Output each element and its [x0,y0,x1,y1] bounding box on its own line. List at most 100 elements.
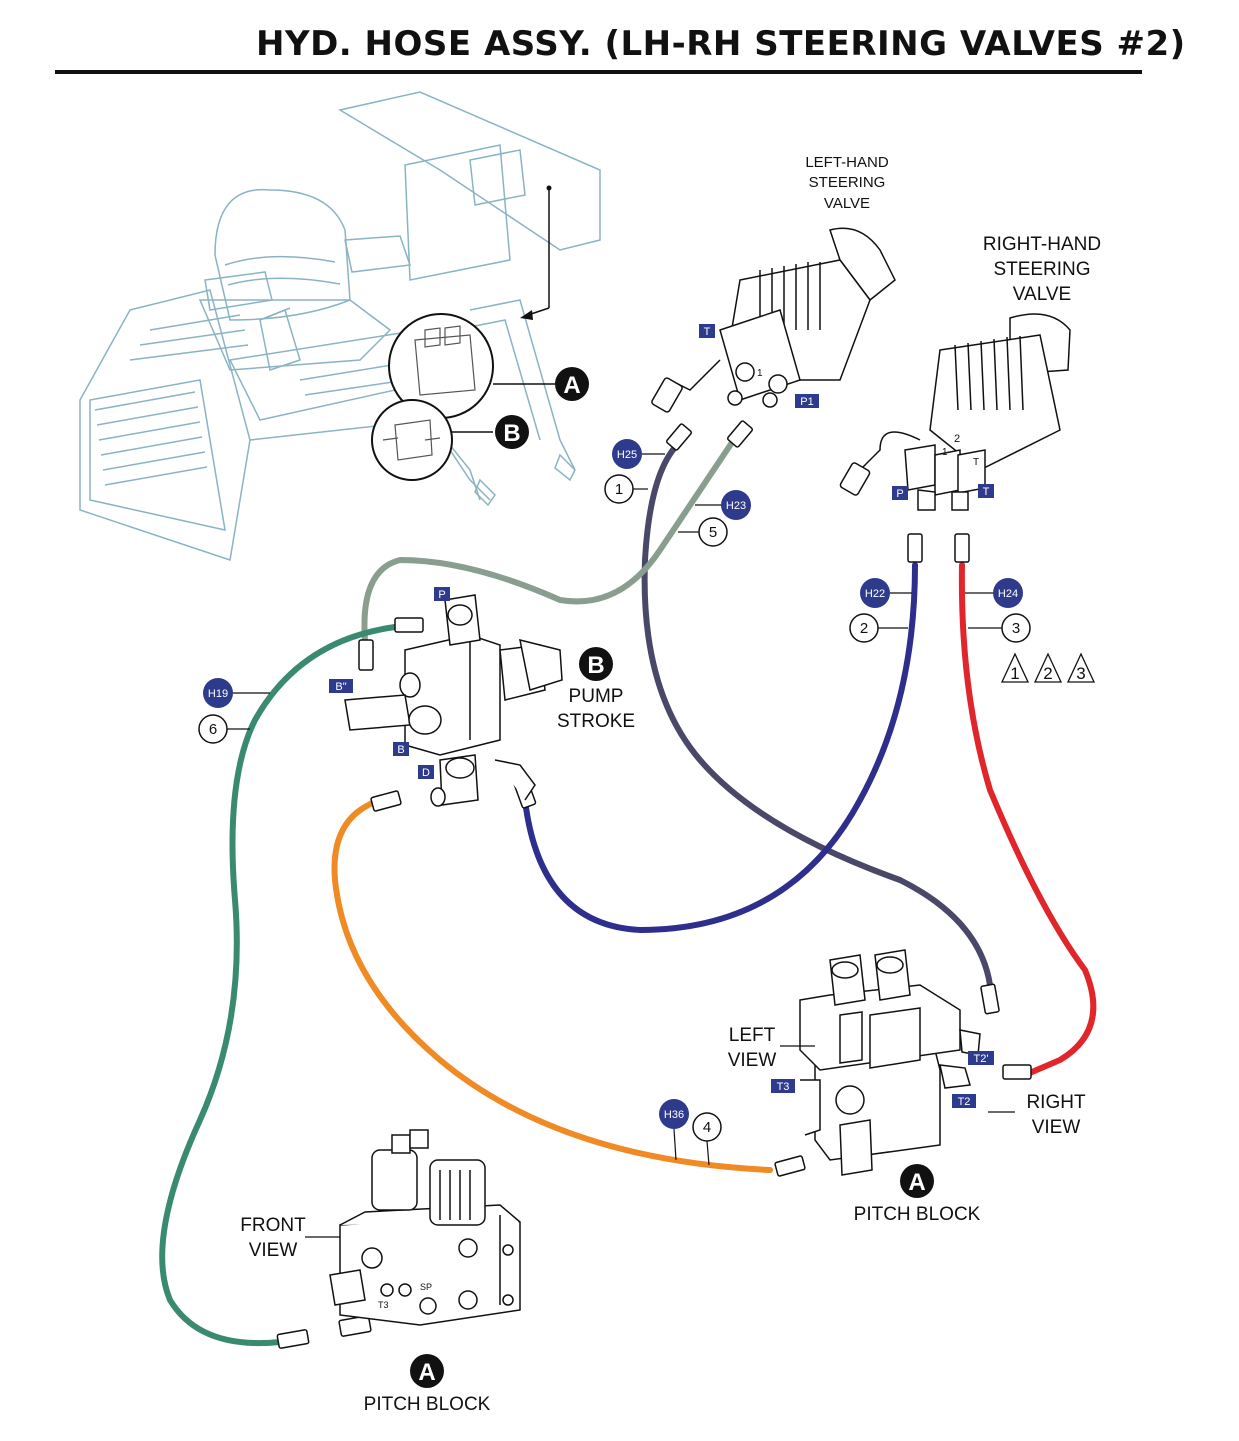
svg-text:RIGHT-HAND: RIGHT-HAND [983,234,1101,255]
rh-steering-valve: 2 1 T [839,313,1071,511]
svg-text:B: B [397,744,404,756]
svg-text:STEERING: STEERING [993,259,1090,280]
hose-callout-h23: H23 5 [678,490,751,547]
pitch-block-front-callout: A PITCH BLOCK [364,1354,491,1415]
port-tag-pitch-t2p: T2' [968,1051,994,1065]
port-tag-pump-b: B [393,742,409,756]
port-tags: T P1 P T P B" B D T3 T2' T2 [329,324,994,1108]
svg-text:P1: P1 [800,396,813,408]
detail-circle-a [388,313,555,419]
svg-text:VALVE: VALVE [824,195,870,212]
svg-text:H19: H19 [208,688,228,700]
svg-text:H24: H24 [998,588,1018,600]
svg-text:LEFT-HAND: LEFT-HAND [805,154,889,171]
svg-text:4: 4 [703,1119,711,1136]
svg-text:2: 2 [1043,664,1052,683]
svg-text:H23: H23 [726,500,746,512]
detail-circle-b [371,399,493,481]
port-tag-pitch-t2: T2 [952,1094,976,1108]
note-triangle-3: 3 [1066,652,1096,683]
svg-text:VIEW: VIEW [249,1240,298,1261]
port-tag-lh-t: T [699,324,715,338]
rh-valve-label: RIGHT-HAND STEERING VALVE [983,234,1101,305]
right-view-label: RIGHT VIEW [988,1092,1086,1138]
svg-text:3: 3 [1076,664,1085,683]
hose-h23 [361,435,738,643]
svg-text:T3: T3 [378,1300,389,1310]
svg-text:B": B" [335,681,346,693]
svg-text:PITCH BLOCK: PITCH BLOCK [364,1394,491,1415]
svg-text:A: A [908,1169,925,1196]
hose-h22 [522,562,918,934]
pump-stroke-callout: B PUMP STROKE [557,647,635,732]
front-view-label: FRONT VIEW [240,1215,340,1261]
svg-text:VIEW: VIEW [728,1050,777,1071]
hose-callout-h36: H36 4 [659,1099,722,1166]
svg-text:A: A [563,372,580,399]
left-view-label: LEFT VIEW [728,1025,815,1071]
hose-callout-h19: H19 6 [198,678,270,744]
svg-text:1: 1 [615,481,623,498]
svg-text:D: D [422,767,430,779]
svg-text:RIGHT: RIGHT [1026,1092,1086,1113]
page-title: HYD. HOSE ASSY. (LH-RH STEERING VALVES #… [256,24,1186,64]
port-tag-pump-p: P [434,587,450,601]
svg-text:VALVE: VALVE [1013,284,1071,305]
svg-text:1: 1 [942,447,948,458]
hose-callout-h25: H25 1 [604,439,665,504]
svg-text:PITCH BLOCK: PITCH BLOCK [854,1204,981,1225]
svg-text:SP: SP [420,1282,432,1292]
svg-text:T3: T3 [777,1081,790,1093]
port-tag-rh-t: T [978,484,994,498]
note-triangle-1: 1 [1000,652,1030,683]
svg-text:H22: H22 [865,588,885,600]
svg-text:2: 2 [954,433,960,445]
svg-text:3: 3 [1012,620,1020,637]
svg-text:T2': T2' [974,1053,989,1065]
hose-callout-h22: H22 2 [849,578,912,643]
svg-text:A: A [418,1359,435,1386]
svg-text:T: T [704,326,711,338]
lh-valve-label: LEFT-HAND STEERING VALVE [805,154,889,212]
overview-arrow [520,185,552,320]
port-tag-pitch-t3: T3 [771,1079,795,1093]
svg-text:B: B [587,652,604,679]
hose-h19 [159,624,398,1347]
port-tag-pump-d: D [418,765,434,779]
svg-text:PUMP: PUMP [569,686,624,707]
svg-text:2: 2 [860,620,868,637]
svg-text:B: B [503,420,520,447]
svg-text:LEFT: LEFT [729,1025,776,1046]
hose-callout-h24: H24 3 [965,578,1031,643]
svg-text:1: 1 [1010,664,1019,683]
port-tag-pump-b2: B" [329,679,353,693]
svg-text:H36: H36 [664,1109,684,1121]
lh-steering-valve: 1 [651,227,896,413]
pitch-block-a-callout: A PITCH BLOCK [854,1164,981,1225]
hose-h36 [331,799,773,1173]
hose-h25 [641,439,993,988]
svg-text:P: P [438,589,445,601]
svg-text:5: 5 [709,524,717,541]
machine-overview [79,91,601,561]
port-tag-rh-p: P [892,486,908,500]
svg-text:FRONT: FRONT [240,1215,306,1236]
svg-text:T: T [973,457,979,468]
svg-text:1: 1 [757,368,763,379]
svg-text:VIEW: VIEW [1032,1117,1081,1138]
hose-fittings [276,420,1032,1349]
svg-text:STROKE: STROKE [557,711,635,732]
svg-text:STEERING: STEERING [809,174,886,191]
note-triangle-2: 2 [1033,652,1063,683]
pump-stroke-block [344,594,563,807]
note-triangles: 1 2 3 [1000,652,1096,683]
callout-a-small: A [555,367,589,401]
svg-text:T: T [983,486,990,498]
svg-text:T2: T2 [958,1096,971,1108]
port-tag-lh-p1: P1 [795,394,819,408]
pitch-block-front: T3 SP [329,1129,521,1326]
svg-text:P: P [896,488,903,500]
callout-b-small: B [495,415,529,449]
pitch-block-a [799,949,981,1176]
